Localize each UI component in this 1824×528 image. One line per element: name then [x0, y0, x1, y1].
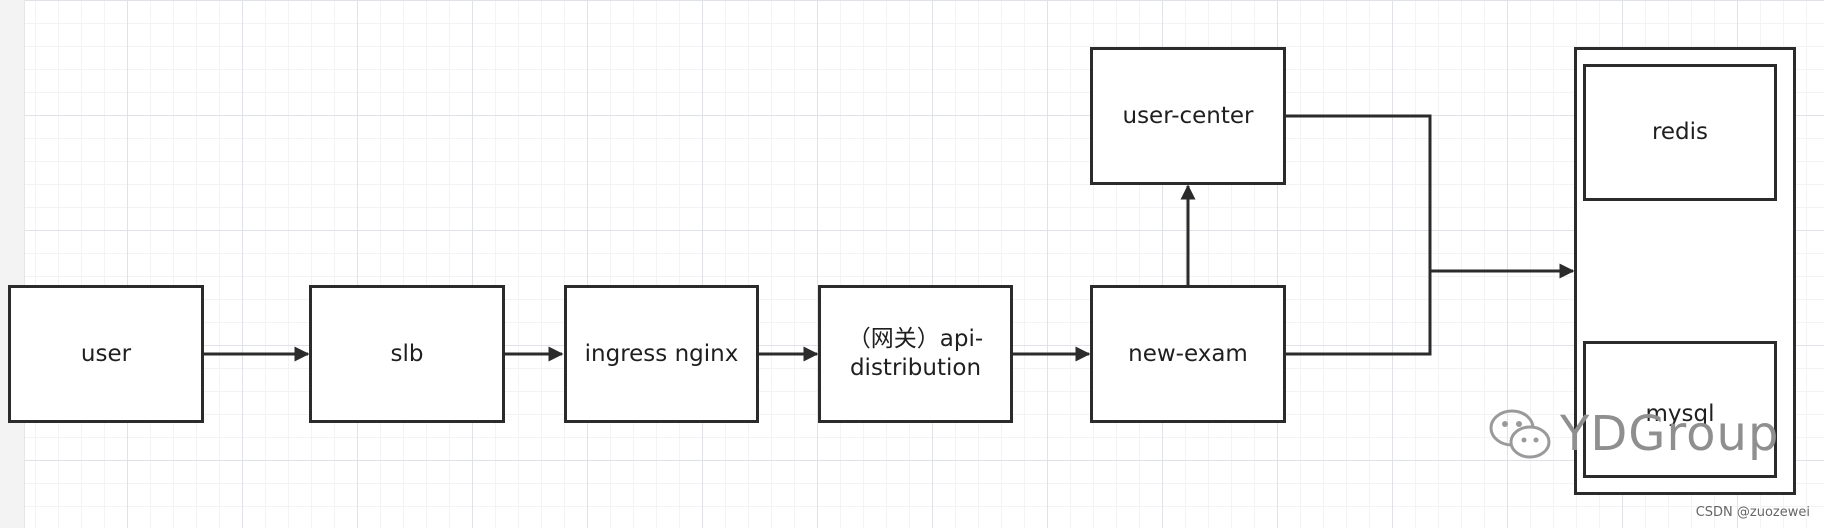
node-new-exam: new-exam: [1090, 285, 1286, 423]
edge-usercenter-merge: [1285, 114, 1432, 271]
wechat-icon: [1489, 409, 1551, 459]
left-gutter: [0, 0, 25, 528]
node-user-center: user-center: [1090, 47, 1286, 185]
watermark-text: YDGroup: [1560, 406, 1780, 462]
watermark: YDGroup: [1488, 404, 1779, 464]
source-credit: CSDN @zuozewei: [1695, 505, 1810, 520]
edge-newexam-merge: [1285, 271, 1432, 356]
node-user: user: [8, 285, 204, 423]
node-api-distribution: （网关）api-distribution: [818, 285, 1013, 423]
node-ingress-nginx: ingress nginx: [564, 285, 759, 423]
node-redis: redis: [1583, 64, 1777, 201]
node-mysql: mysql: [1583, 341, 1777, 478]
node-slb: slb: [309, 285, 505, 423]
